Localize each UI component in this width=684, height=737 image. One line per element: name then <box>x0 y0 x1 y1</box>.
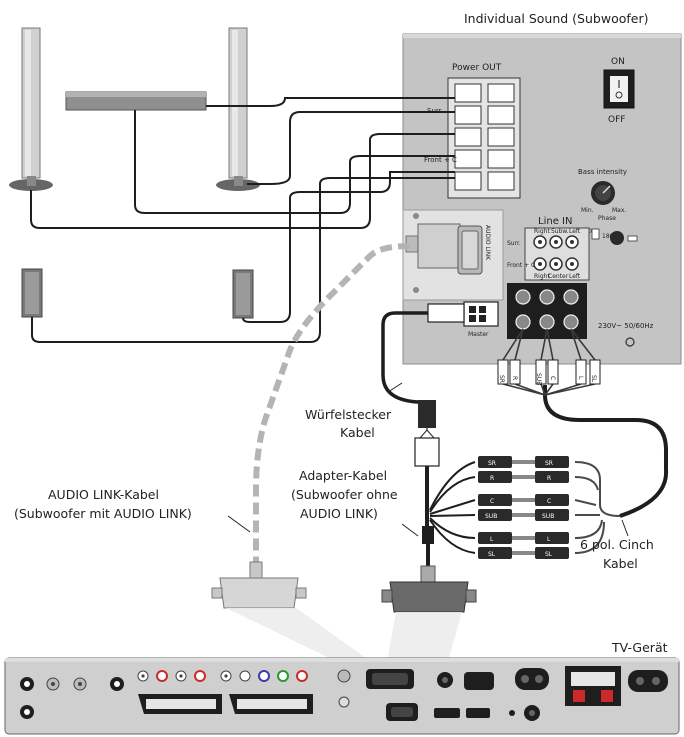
cinch-label-sub-left: SUB <box>485 513 497 520</box>
plug-label-sr: SR <box>498 375 505 383</box>
plug-label-sl: SL <box>590 375 597 383</box>
adapter-callout: Adapter-Kabel (Subwoofer ohne AUDIO LINK… <box>291 468 419 537</box>
phase-switch[interactable] <box>610 231 624 245</box>
front-c-label: Front + C <box>424 156 457 164</box>
front-right-speaker <box>216 27 260 191</box>
center-speaker <box>65 91 207 111</box>
cinch-label-sl-left: SL <box>488 551 496 558</box>
audio-link-connector <box>211 561 307 609</box>
wuerfel-label-line1: Würfelstecker <box>305 407 392 422</box>
mains-label: 230V~ 50/60Hz <box>598 322 654 330</box>
surround-left-speaker <box>21 268 43 318</box>
cinch-breakouts <box>574 461 621 554</box>
cinch-label-r-right: R <box>547 475 551 482</box>
bass-intensity-knob[interactable] <box>591 181 615 205</box>
surround-right-speaker <box>232 269 254 319</box>
front-left-speaker <box>9 27 53 191</box>
bass-min-label: Min. <box>581 207 594 214</box>
phase-label: Phase <box>598 215 616 222</box>
cinch-label-c-right: C <box>547 498 551 505</box>
plug-label-r: R <box>511 376 518 380</box>
cinch-hanging-plug-bodies <box>497 359 601 385</box>
cinch-plugs-hanging <box>502 328 596 396</box>
indicator-led <box>627 235 638 242</box>
line-in-label: Line IN <box>538 216 572 227</box>
bass-intensity-label: Bass intensity <box>578 168 627 176</box>
audio-link-port-label: AUDIO LINK <box>484 225 491 261</box>
cinch-label-l-left: L <box>490 536 494 543</box>
audio-link-label-line2: (Subwoofer mit AUDIO LINK) <box>14 506 192 521</box>
phase-180-label: 180 <box>602 233 614 240</box>
line-in-left-label: Left <box>569 228 581 235</box>
audio-link-callout: AUDIO LINK-Kabel (Subwoofer mit AUDIO LI… <box>14 487 251 533</box>
audio-link-cable <box>253 243 411 565</box>
cinch-pair-sl <box>478 547 569 559</box>
plug-label-c: C <box>549 376 556 380</box>
master-label: Master <box>468 331 489 338</box>
adapter-sleeve <box>422 526 434 544</box>
power-switch[interactable] <box>603 69 635 109</box>
tv-label: TV-Gerät <box>611 640 668 655</box>
cinch-label-line1: 6 pol. Cinch <box>580 537 654 552</box>
plug-label-sub: SUB <box>535 373 542 385</box>
switch-off-label: OFF <box>608 115 625 125</box>
power-out-label: Power OUT <box>452 63 502 73</box>
wuerfel-cable <box>381 311 430 406</box>
cinch-pair-sr <box>478 456 569 468</box>
line-in-left-label-2: Left <box>569 273 581 280</box>
cinch-label-sr-right: SR <box>545 460 553 467</box>
cinch-label-sub-right: SUB <box>542 513 554 520</box>
switch-on-label: ON <box>611 57 625 67</box>
speaker-cables <box>30 97 455 343</box>
line-in-right-label: Right <box>534 228 550 235</box>
cinch-pair-c <box>478 494 569 506</box>
cinch-label-sl-right: SL <box>545 551 553 558</box>
phase-lock-icon <box>591 228 600 240</box>
cinch-pair-sub <box>478 509 569 521</box>
cinch-label-line2: Kabel <box>603 556 638 571</box>
plug-label-l: L <box>577 376 584 380</box>
line-in-right-label-2: Right <box>534 273 550 280</box>
cinch-label-c-left: C <box>490 498 494 505</box>
cinch-main-cable <box>543 385 669 518</box>
wuerfel-plug <box>427 303 465 323</box>
adapter-connector <box>381 565 477 613</box>
adapter-label-line2: (Subwoofer ohne <box>291 487 398 502</box>
power-out-terminals <box>447 77 521 199</box>
cinch-label-r-left: R <box>490 475 494 482</box>
line-in-subw-label: Subw. <box>551 228 569 235</box>
cinch-cable-bundle <box>429 461 476 554</box>
line-in-surr-label: Surr. <box>507 240 521 247</box>
cinch-pair-r <box>478 471 569 483</box>
mains-socket-icon <box>625 337 635 347</box>
line-in-front-label: Front + C <box>507 262 535 269</box>
adapter-beam <box>386 612 462 668</box>
audio-link-label-line1: AUDIO LINK-Kabel <box>48 487 159 502</box>
line-in-jacks <box>524 227 590 281</box>
audio-link-port[interactable] <box>402 209 504 301</box>
cinch-callout: 6 pol. Cinch Kabel <box>580 519 654 571</box>
cinch-label-l-right: L <box>547 536 551 543</box>
cinch-pair-l <box>478 532 569 544</box>
audio-link-beam <box>226 608 380 668</box>
wuerfel-callout: Würfelstecker Kabel <box>305 382 403 440</box>
adapter-label-line1: Adapter-Kabel <box>299 468 387 483</box>
wuerfel-label-line2: Kabel <box>340 425 375 440</box>
cinch-label-sr-left: SR <box>488 460 496 467</box>
wuerfel-inline-connector <box>414 400 440 467</box>
phase-0-label: 0 <box>588 228 592 235</box>
line-in-center-label: Center <box>548 273 569 280</box>
adapter-label-line3: AUDIO LINK) <box>300 506 378 521</box>
master-connector[interactable] <box>463 301 499 327</box>
bass-max-label: Max. <box>612 207 626 214</box>
diagram-title: Individual Sound (Subwoofer) <box>464 11 648 26</box>
tv-back-panel <box>4 657 680 735</box>
